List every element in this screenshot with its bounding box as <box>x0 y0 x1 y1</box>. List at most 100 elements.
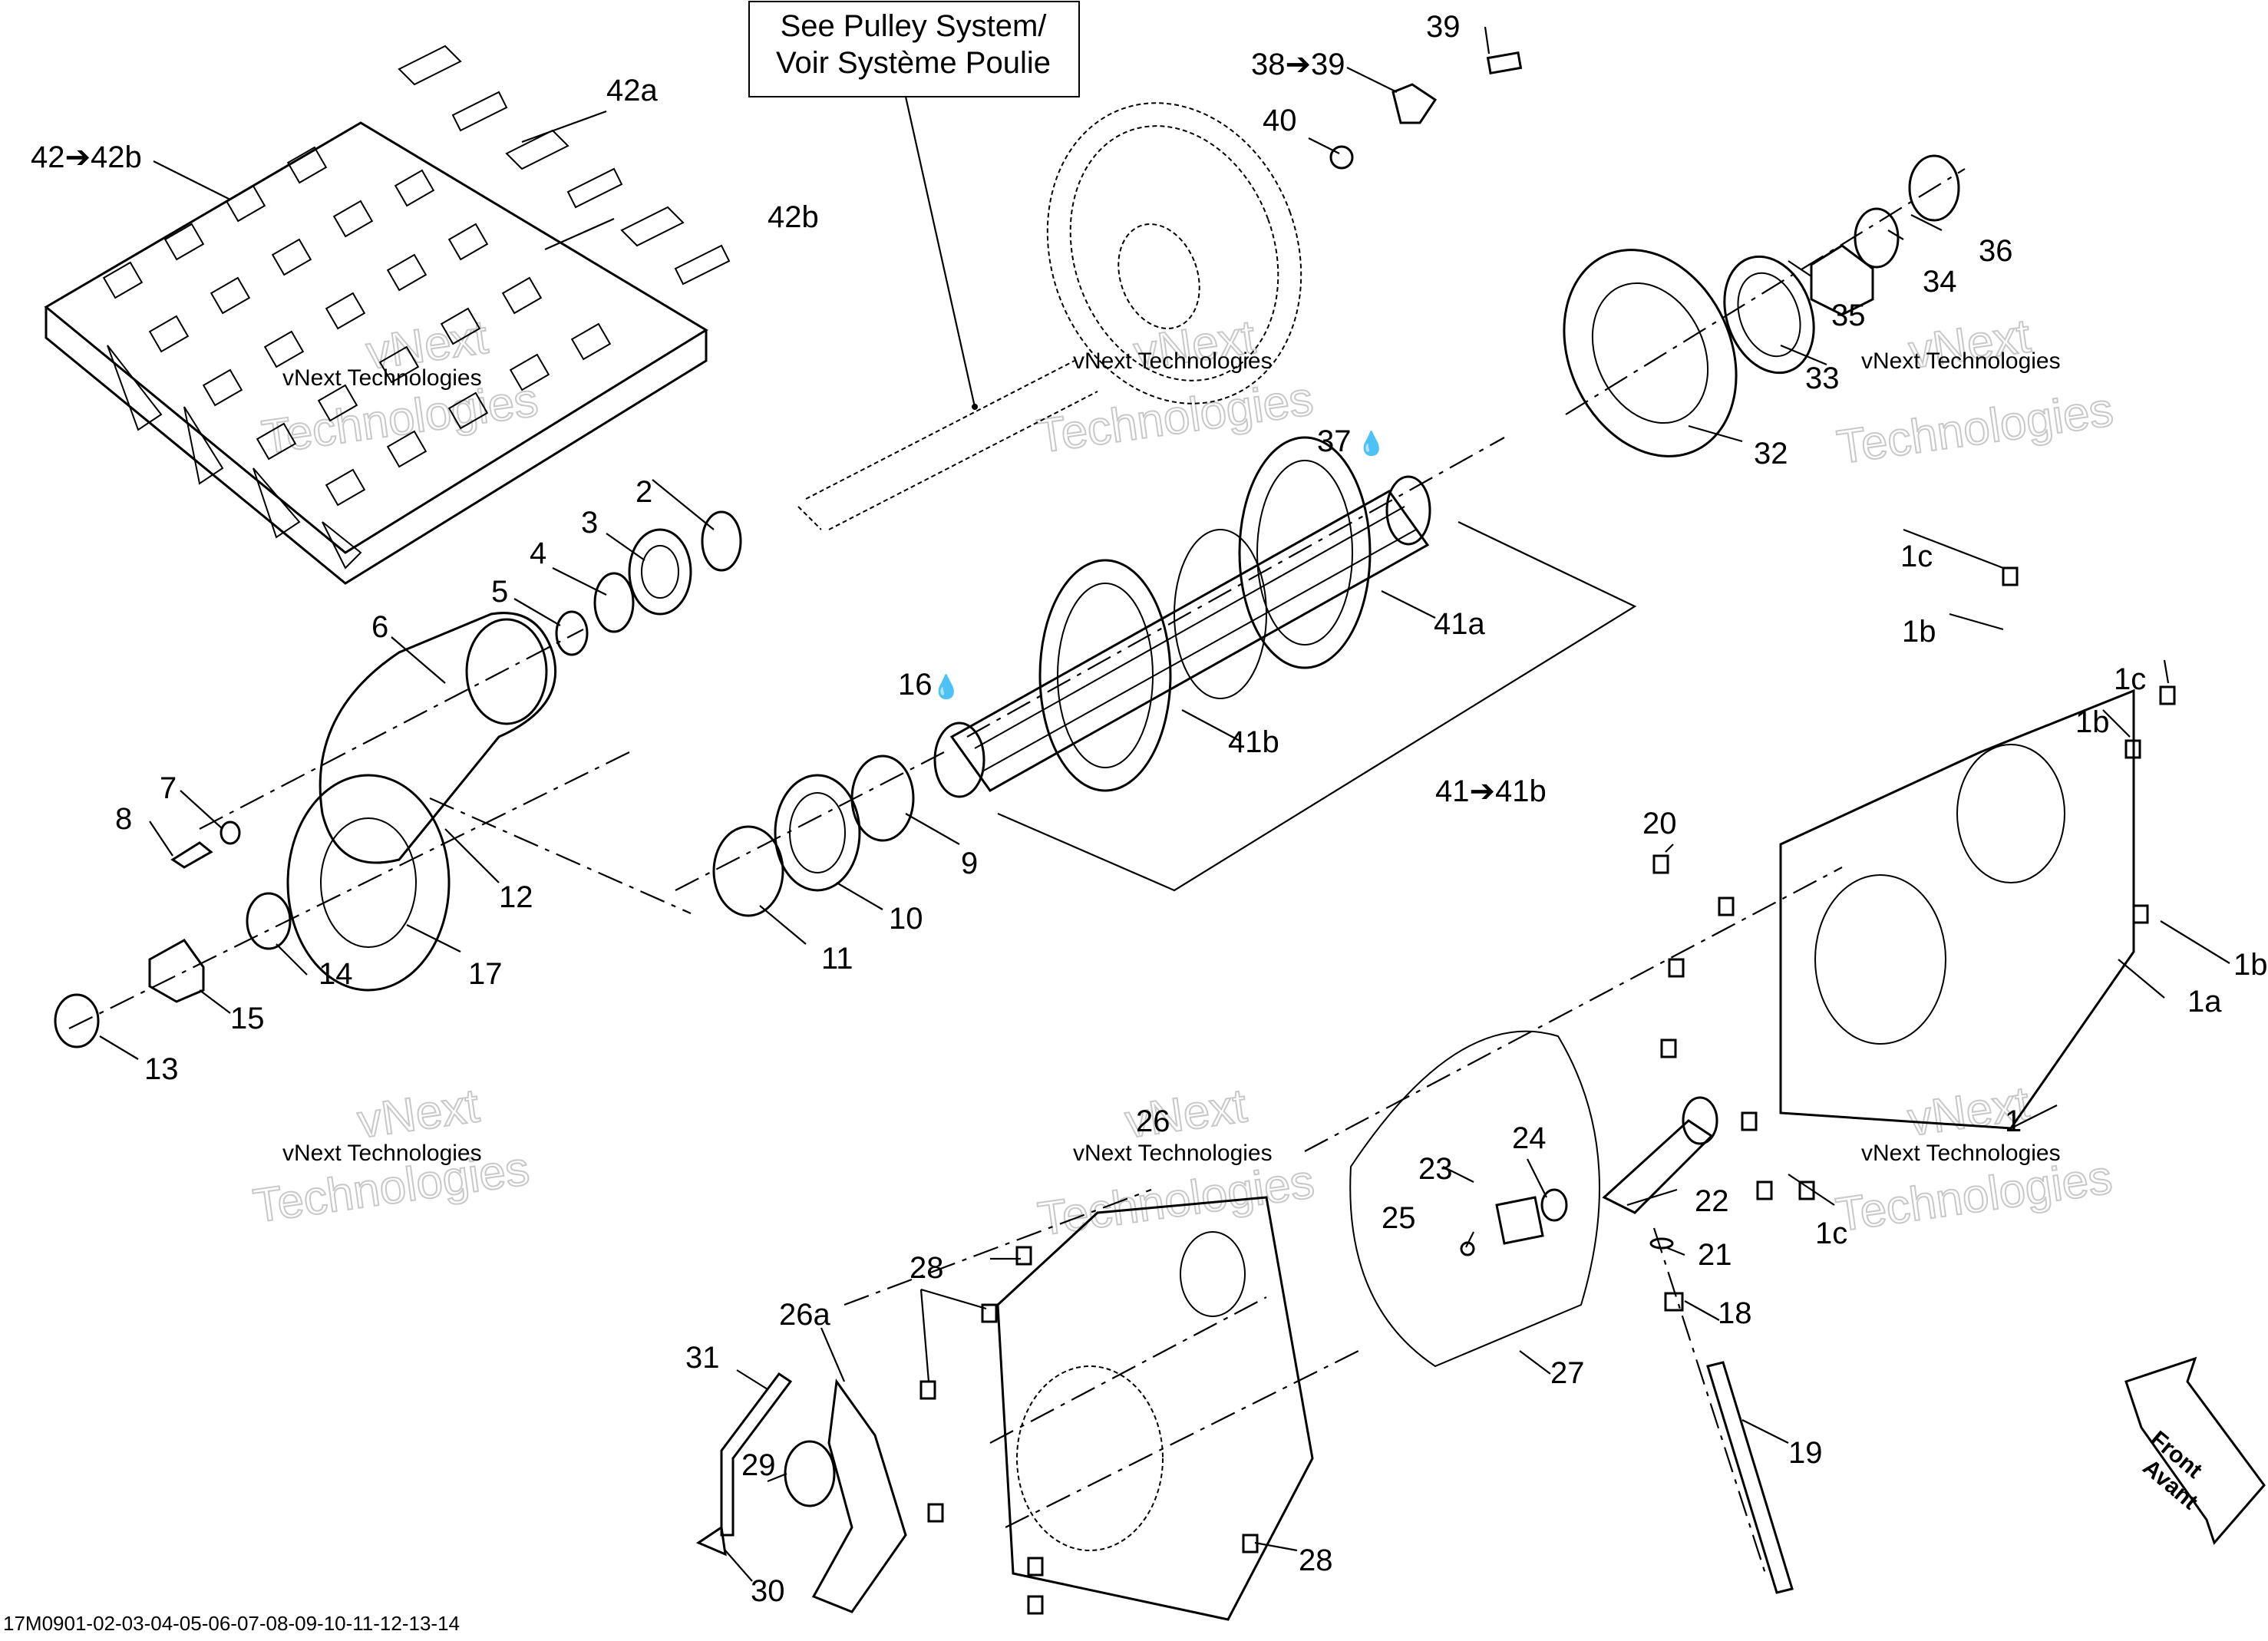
part-label: 28 <box>1299 1544 1333 1577</box>
bolt-39 <box>1486 51 1523 75</box>
bolt-20 <box>1652 854 1669 874</box>
part-label: 8 <box>115 802 132 836</box>
part-label: 21 <box>1698 1238 1732 1272</box>
oil-level-dipstick-26a <box>811 1379 907 1613</box>
axle-splines <box>974 506 1417 772</box>
track-section-part <box>44 45 731 585</box>
part-label: 6 <box>371 610 388 644</box>
track-lugs <box>107 345 362 570</box>
gasket-27 <box>1349 1030 1600 1368</box>
sprocket-41a-right <box>1238 436 1372 669</box>
axis-centerline-rod <box>1652 1227 1767 1574</box>
leader-lines <box>68 26 2230 1582</box>
axis-centerline-plug <box>1005 1350 1359 1528</box>
front-direction-arrow: Front Avant <box>2124 1356 2266 1545</box>
part-label: 1c <box>1900 540 1933 573</box>
watermark-text: vNext Technologies <box>1073 348 1273 374</box>
part-label: 1c <box>2114 662 2146 696</box>
axle-end-right <box>1385 475 1431 546</box>
nut-40 <box>1329 145 1354 170</box>
circlip-36 <box>1908 154 1960 222</box>
watermark-outline: Technologies <box>1834 383 2116 474</box>
bearing-10 <box>774 774 861 892</box>
part-label: 41b <box>1228 725 1279 759</box>
callout-line-2: Voir Système Poulie <box>776 46 1051 80</box>
part-label: 19 <box>1788 1436 1823 1470</box>
bearing-15 <box>148 939 205 1003</box>
axle-end-left <box>933 721 985 798</box>
callout-leader <box>904 96 976 408</box>
part-label: 37 <box>1317 424 1352 458</box>
washer-7 <box>220 820 241 845</box>
drive-axle-assembly <box>933 436 1637 892</box>
seal-9 <box>850 754 915 842</box>
part-label: 11 <box>821 942 853 976</box>
o-ring-14 <box>246 892 292 950</box>
o-ring-21 <box>1649 1237 1674 1250</box>
axis-centerline-main <box>675 168 1966 891</box>
bolt-8 <box>170 841 213 869</box>
axis-centerline-chain <box>429 797 692 915</box>
part-label: 4 <box>530 537 546 570</box>
bolt-1c-top <box>2002 566 2019 586</box>
track-clips-grid <box>102 146 612 507</box>
axis-centerline-dipstick <box>989 1296 1267 1444</box>
part-label: 26a <box>779 1298 830 1332</box>
part-label: 5 <box>491 575 508 609</box>
fitting-30 <box>695 1525 727 1557</box>
tensioner-23 <box>1495 1196 1544 1245</box>
part-label: 17 <box>468 957 503 991</box>
chaincase-housing-1 <box>1779 688 2135 1130</box>
part-label: 18 <box>1718 1296 1752 1330</box>
circlip-13 <box>54 993 100 1048</box>
watermark-outline-top: vNext <box>355 1079 483 1148</box>
part-label: 41a <box>1434 607 1485 641</box>
part-label: 13 <box>144 1052 179 1086</box>
bearing-plate-32 <box>1563 249 1738 457</box>
rod-19 <box>1706 1361 1794 1594</box>
bolt-28 <box>1015 1246 1032 1266</box>
part-label: 26 <box>1136 1104 1170 1138</box>
part-label: 3 <box>581 506 598 540</box>
bearing-35 <box>1810 244 1874 316</box>
part-label: 41➔41b <box>1435 774 1547 808</box>
oil-drop-icon: 💧 <box>932 673 960 700</box>
watermark-text: vNext Technologies <box>282 1141 482 1166</box>
watermark-text: vNext Technologies <box>1861 1141 2061 1166</box>
drawing-code: 17M0901-02-03-04-05-06-07-08-09-10-11-12… <box>3 1612 460 1635</box>
part-label: 25 <box>1382 1201 1416 1235</box>
part-label: 33 <box>1805 362 1840 395</box>
part-label: 38➔39 <box>1251 48 1345 81</box>
part-label: 42a <box>606 74 658 107</box>
upper-sprocket <box>465 618 548 725</box>
part-label: 28 <box>910 1251 944 1285</box>
watermark-group: Technologies vNext vNext Technologies Te… <box>249 309 2118 1246</box>
part-label: 9 <box>961 847 978 880</box>
spacer-24 <box>1540 1188 1568 1222</box>
chain-6 <box>319 612 557 864</box>
part-label: 24 <box>1512 1121 1547 1155</box>
chaincase-cover-26 <box>996 1196 1314 1621</box>
part-label: 7 <box>160 771 177 805</box>
part-label: 35 <box>1831 299 1866 332</box>
see-pulley-callout: See Pulley System/ Voir Système Poulie <box>748 1 1080 410</box>
plug-29 <box>784 1440 836 1507</box>
hose-31 <box>720 1372 793 1537</box>
part-label: 42b <box>768 200 819 234</box>
sprocket-41b-left <box>1038 559 1172 792</box>
part-label: 16 <box>898 668 933 702</box>
track-side <box>45 307 708 585</box>
group-41-bracket <box>997 521 1637 892</box>
part-label: 1b <box>2233 948 2268 982</box>
pulley-reference-dashed <box>797 102 1302 530</box>
axle-shaft <box>949 490 1430 792</box>
spacer-18 <box>1664 1292 1684 1312</box>
bearing-stack-left <box>555 510 742 656</box>
axis-centerline-left <box>199 629 584 830</box>
part-label: 14 <box>319 957 353 991</box>
axis-centerline-lower-left <box>68 751 630 1029</box>
part-label: 22 <box>1695 1184 1729 1218</box>
seal-33 <box>1723 255 1815 375</box>
part-label: 34 <box>1923 265 1957 299</box>
